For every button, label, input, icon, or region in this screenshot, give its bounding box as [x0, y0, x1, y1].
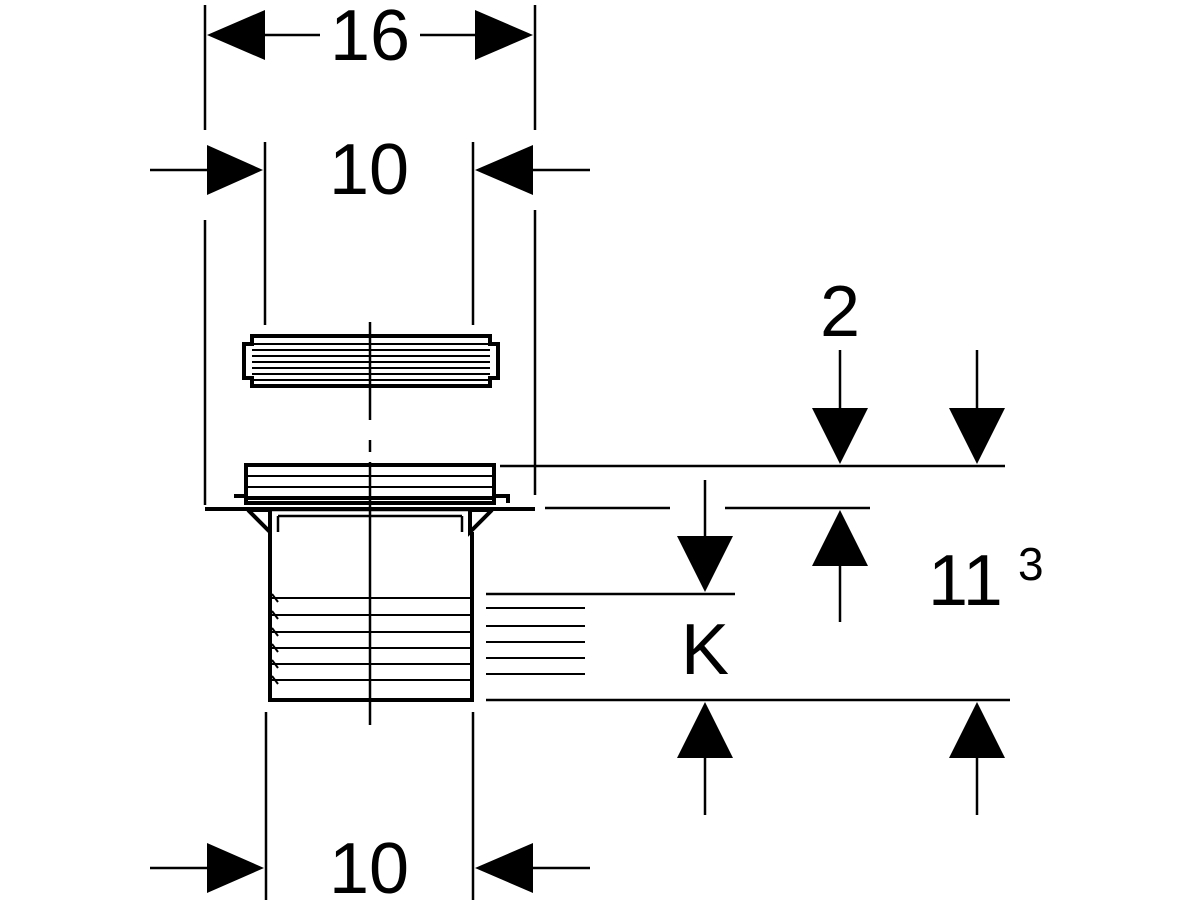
- dimension-flange-height: 2: [812, 272, 868, 622]
- dimension-lower-inner: 10: [150, 712, 590, 900]
- drain-body: [205, 463, 585, 702]
- arrow-right-icon: [207, 145, 263, 195]
- dimension-label-11-sup: 3: [1018, 538, 1044, 590]
- arrow-up-icon: [812, 510, 868, 566]
- dimension-total-height: 11 3: [928, 350, 1044, 815]
- arrow-down-icon: [677, 536, 733, 592]
- dimension-label-10-lower: 10: [329, 829, 409, 900]
- dimension-top-width: 16: [203, 0, 537, 130]
- dimension-label-2: 2: [820, 272, 860, 352]
- arrow-left-icon: [207, 10, 265, 60]
- arrow-right-icon: [475, 10, 533, 60]
- arrow-down-icon: [949, 408, 1005, 464]
- dimension-label-11: 11: [928, 541, 1003, 621]
- arrow-left-icon: [475, 843, 533, 893]
- dimension-thread-length: K: [677, 480, 733, 815]
- arrow-left-icon: [475, 145, 533, 195]
- arrow-up-icon: [949, 702, 1005, 758]
- dimension-label-k: K: [681, 610, 729, 690]
- arrow-up-icon: [677, 702, 733, 758]
- dimension-label-16: 16: [330, 0, 410, 76]
- arrow-right-icon: [207, 843, 264, 893]
- arrow-down-icon: [812, 408, 868, 464]
- dimension-label-10-upper: 10: [329, 130, 409, 210]
- dimension-upper-inner: 10: [150, 130, 590, 325]
